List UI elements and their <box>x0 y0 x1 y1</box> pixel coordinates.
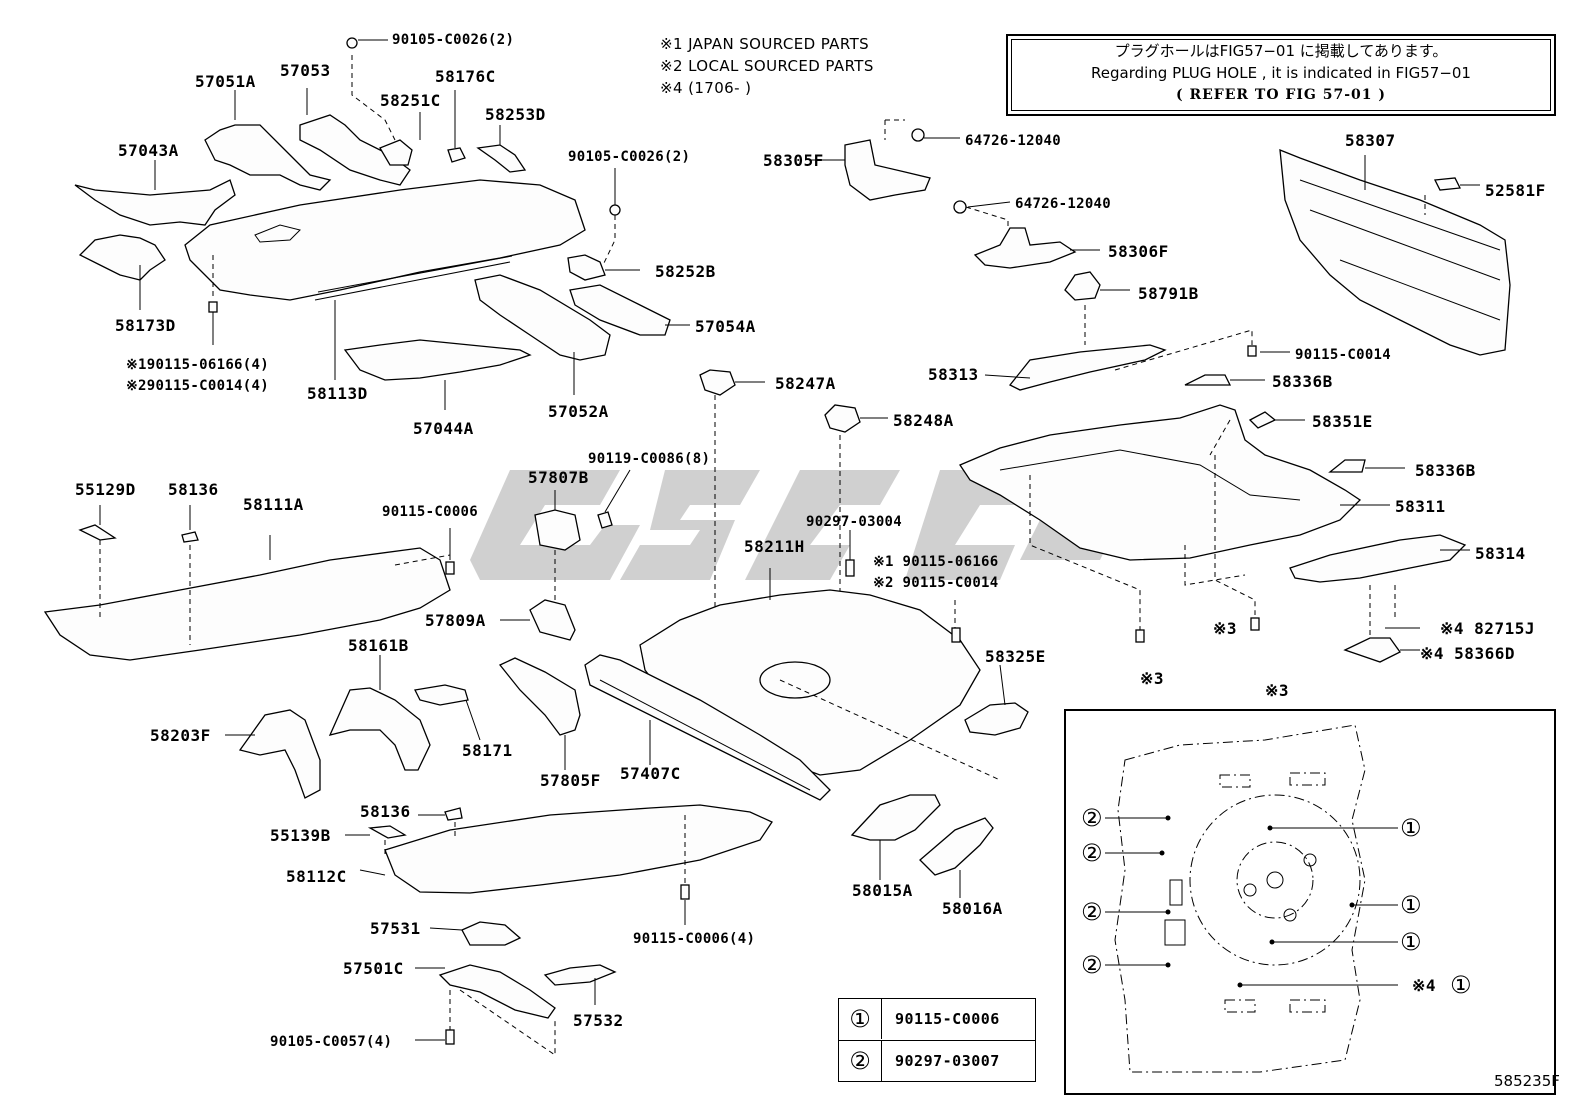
part-label-58306F[interactable]: 58306F <box>1108 242 1169 261</box>
part-label-58016A[interactable]: 58016A <box>942 899 1003 918</box>
note-japan-sourced: ※1 JAPAN SOURCED PARTS <box>660 35 870 53</box>
note-date-range: ※4 (1706- ) <box>660 79 752 97</box>
detail-view-box <box>1064 709 1556 1095</box>
part-label-58171[interactable]: 58171 <box>462 741 513 760</box>
part-label-57052A[interactable]: 57052A <box>548 402 609 421</box>
part-label-58136-b[interactable]: 58136 <box>360 802 411 821</box>
part-label-58366D[interactable]: ※4 58366D <box>1420 644 1515 663</box>
part-label-58111A[interactable]: 58111A <box>243 495 304 514</box>
part-label-90119-C0086[interactable]: 90119-C0086(8) <box>588 451 711 467</box>
part-label-57054A[interactable]: 57054A <box>695 317 756 336</box>
legend-part-2[interactable]: 90297-03007 <box>895 1052 1000 1070</box>
part-label-90115-C0006[interactable]: 90115-C0006 <box>382 504 479 520</box>
note-x3-bolt: ※3 <box>1213 619 1238 638</box>
detail-marker-2c: ② <box>1081 898 1103 926</box>
part-label-58311[interactable]: 58311 <box>1395 497 1446 516</box>
legend-row-2[interactable]: ② 90297-03007 <box>839 1040 1035 1081</box>
part-label-57501C[interactable]: 57501C <box>343 959 404 978</box>
part-label-57809A[interactable]: 57809A <box>425 611 486 630</box>
part-label-58252B[interactable]: 58252B <box>655 262 716 281</box>
part-label-58203F[interactable]: 58203F <box>150 726 211 745</box>
part-label-58325E[interactable]: 58325E <box>985 647 1046 666</box>
part-label-55139B[interactable]: 55139B <box>270 826 331 845</box>
part-label-64726-12040-b[interactable]: 64726-12040 <box>1015 196 1112 212</box>
detail-marker-1d: ① <box>1450 971 1472 999</box>
detail-marker-2a: ② <box>1081 804 1103 832</box>
part-label-58136-a[interactable]: 58136 <box>168 480 219 499</box>
part-label-58173D[interactable]: 58173D <box>115 316 176 335</box>
part-label-64726-12040-a[interactable]: 64726-12040 <box>965 133 1062 149</box>
part-label-58313[interactable]: 58313 <box>928 365 979 384</box>
part-label-58247A[interactable]: 58247A <box>775 374 836 393</box>
reference-english: Regarding PLUG HOLE , it is indicated in… <box>1091 64 1471 82</box>
note-x3-lower: ※3 <box>1140 669 1165 688</box>
part-label-82715J[interactable]: ※4 82715J <box>1440 619 1535 638</box>
part-label-58161B[interactable]: 58161B <box>348 636 409 655</box>
part-label-57043A[interactable]: 57043A <box>118 141 179 160</box>
part-label-58112C[interactable]: 58112C <box>286 867 347 886</box>
detail-marker-2d: ② <box>1081 951 1103 979</box>
part-label-90115-C0014[interactable]: 90115-C0014 <box>1295 347 1392 363</box>
part-label-57532[interactable]: 57532 <box>573 1011 624 1030</box>
part-label-58336B-b[interactable]: 58336B <box>1415 461 1476 480</box>
part-label-57807B[interactable]: 57807B <box>528 468 589 487</box>
part-label-58351E[interactable]: 58351E <box>1312 412 1373 431</box>
part-label-57805F[interactable]: 57805F <box>540 771 601 790</box>
part-label-52581F[interactable]: 52581F <box>1485 181 1546 200</box>
part-label-58248A[interactable]: 58248A <box>893 411 954 430</box>
part-label-90115-06166-note[interactable]: ※190115-06166(4) <box>126 357 269 373</box>
detail-view-drawing <box>1105 724 1398 1073</box>
part-label-58307[interactable]: 58307 <box>1345 131 1396 150</box>
part-label-58336B-a[interactable]: 58336B <box>1272 372 1333 391</box>
legend-row-1[interactable]: ① 90115-C0006 <box>839 999 1035 1039</box>
part-label-90115-C0006-4[interactable]: 90115-C0006(4) <box>633 931 756 947</box>
legend-part-1[interactable]: 90115-C0006 <box>895 1010 1000 1028</box>
detail-marker-2b: ② <box>1081 839 1103 867</box>
part-label-58253D[interactable]: 58253D <box>485 105 546 124</box>
detail-marker-1b: ① <box>1400 891 1422 919</box>
part-label-57051A[interactable]: 57051A <box>195 72 256 91</box>
legend-number-1: ① <box>839 999 882 1039</box>
part-label-58113D[interactable]: 58113D <box>307 384 368 403</box>
detail-note-x4: ※4 <box>1412 976 1437 995</box>
part-label-90105-C0057[interactable]: 90105-C0057(4) <box>270 1034 393 1050</box>
reference-link[interactable]: ( REFER TO FIG 57-01 ) <box>1175 87 1386 103</box>
reference-japanese: プラグホールはFIG57−01 に掲載してあります。 <box>1114 42 1448 60</box>
part-label-57044A[interactable]: 57044A <box>413 419 474 438</box>
part-label-90105-C0026-top[interactable]: 90105-C0026(2) <box>392 32 515 48</box>
part-label-58314[interactable]: 58314 <box>1475 544 1526 563</box>
note-local-sourced: ※2 LOCAL SOURCED PARTS <box>660 57 874 75</box>
part-label-58251C[interactable]: 58251C <box>380 91 441 110</box>
part-label-57407C[interactable]: 57407C <box>620 764 681 783</box>
detail-marker-1c: ① <box>1400 928 1422 956</box>
figure-code: 585235F <box>1494 1072 1560 1090</box>
fastener-legend: ① 90115-C0006 ② 90297-03007 <box>838 998 1036 1082</box>
part-label-90115-C0014-lower[interactable]: ※2 90115-C0014 <box>873 575 999 591</box>
reference-box: プラグホールはFIG57−01 に掲載してあります。 Regarding PLU… <box>1006 34 1556 116</box>
part-label-90105-C0026-mid[interactable]: 90105-C0026(2) <box>568 149 691 165</box>
part-label-58305F[interactable]: 58305F <box>763 151 824 170</box>
part-label-58791B[interactable]: 58791B <box>1138 284 1199 303</box>
part-label-90115-C0014-note[interactable]: ※290115-C0014(4) <box>126 378 269 394</box>
part-label-58176C[interactable]: 58176C <box>435 67 496 86</box>
legend-number-2: ② <box>839 1041 882 1081</box>
part-label-90297-03004[interactable]: 90297-03004 <box>806 514 903 530</box>
part-label-58015A[interactable]: 58015A <box>852 881 913 900</box>
detail-marker-1a: ① <box>1400 814 1422 842</box>
part-label-90115-06166[interactable]: ※1 90115-06166 <box>873 554 999 570</box>
detail-view-title: ※3 <box>1265 681 1290 700</box>
part-label-55129D[interactable]: 55129D <box>75 480 136 499</box>
part-label-58211H[interactable]: 58211H <box>744 537 805 556</box>
part-label-57531[interactable]: 57531 <box>370 919 421 938</box>
part-label-57053[interactable]: 57053 <box>280 61 331 80</box>
